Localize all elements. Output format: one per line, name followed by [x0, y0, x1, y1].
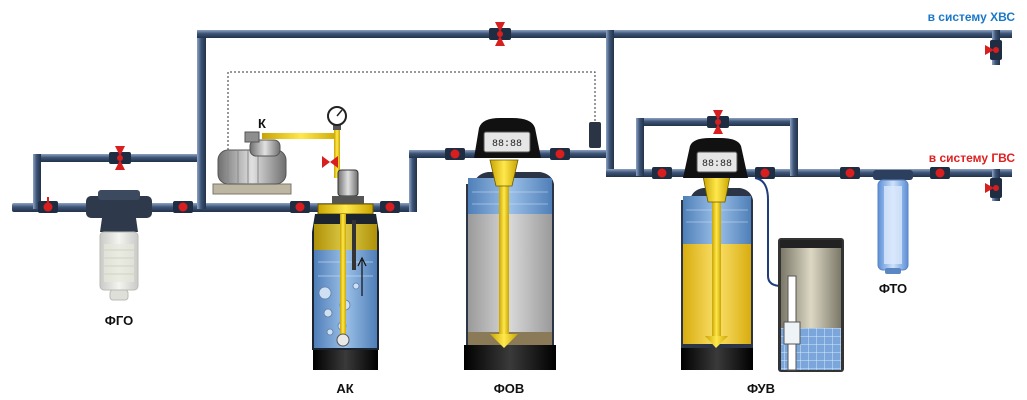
- controller-display: 88:88: [492, 139, 522, 150]
- air-pump-icon[interactable]: [212, 131, 292, 195]
- label-ak: АК: [336, 381, 353, 396]
- valve-icon[interactable]: [755, 167, 775, 179]
- controller-display: 88:88: [702, 159, 732, 170]
- aerator-head: [332, 169, 364, 204]
- valves: [38, 22, 1002, 213]
- output-hot-label: в систему ГВС: [929, 151, 1016, 165]
- brine-line: [754, 177, 783, 287]
- label-fuv: ФУВ: [747, 381, 775, 396]
- output-cold-label: в систему ХВС: [928, 10, 1016, 24]
- tank-fov[interactable]: [464, 159, 556, 370]
- valve-icon[interactable]: [109, 146, 131, 170]
- control-line: [227, 71, 596, 150]
- filter-fto[interactable]: [873, 170, 913, 274]
- valve-icon[interactable]: [985, 178, 1002, 198]
- valve-icon[interactable]: [707, 110, 729, 134]
- tank-ak[interactable]: [312, 203, 379, 370]
- valve-icon[interactable]: [380, 201, 400, 213]
- valve-icon[interactable]: [652, 167, 672, 179]
- flow-sensor: [589, 122, 601, 148]
- label-fov: ФОВ: [494, 381, 525, 396]
- valve-icon[interactable]: [290, 201, 310, 213]
- controller-icon[interactable]: 88:88: [683, 138, 748, 178]
- brine-tank[interactable]: [778, 238, 844, 372]
- valve-icon[interactable]: [840, 167, 860, 179]
- valve-icon[interactable]: [173, 201, 193, 213]
- tank-fuv[interactable]: [681, 175, 753, 370]
- label-fgo: ФГО: [105, 313, 133, 328]
- valve-icon[interactable]: [38, 197, 58, 213]
- valve-icon[interactable]: [985, 40, 1002, 60]
- valve-icon[interactable]: [445, 148, 465, 160]
- pressure-gauge-icon: [327, 106, 347, 126]
- label-fto: ФТО: [879, 281, 907, 296]
- filter-fgo[interactable]: [86, 190, 152, 301]
- controller-icon[interactable]: 88:88: [474, 118, 541, 158]
- valve-icon[interactable]: [550, 148, 570, 160]
- valve-icon[interactable]: [489, 22, 511, 46]
- label-compressor: К: [258, 116, 266, 131]
- valve-icon[interactable]: [930, 167, 950, 179]
